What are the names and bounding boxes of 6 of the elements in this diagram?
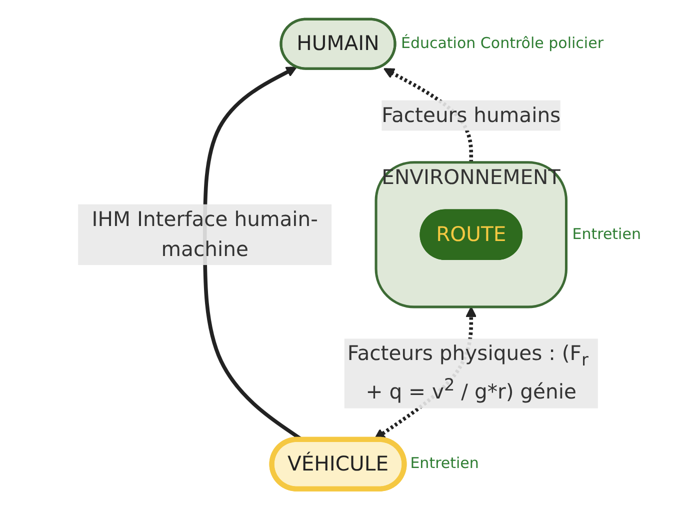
- note-text: Éducation Contrôle policier: [400, 34, 604, 52]
- edge-label: Facteurs humains: [382, 102, 561, 127]
- note-text: Entretien: [410, 454, 479, 472]
- edge-label: Facteurs physiques : (F$_{r}$ + q = v$^{2}$ / g*r) génie: [347, 341, 588, 404]
- edge-label: IHM Interface humain-machine: [92, 206, 318, 262]
- note-text: Entretien: [572, 224, 641, 243]
